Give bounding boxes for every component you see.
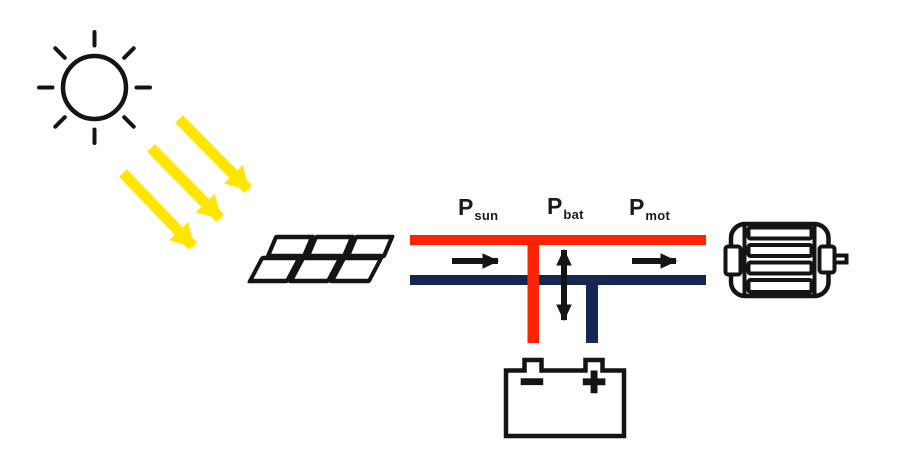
motor-icon <box>723 221 849 299</box>
label-p-mot: Pmot <box>629 194 671 223</box>
sun-circle <box>60 53 129 122</box>
solar-panel-icon <box>247 234 395 284</box>
battery-negative-symbol: − <box>520 360 543 404</box>
navy-rail-battery-branch <box>586 275 598 343</box>
red-rail-battery-branch <box>527 235 539 343</box>
motor-right-mount <box>817 244 837 275</box>
battery-icon: − + <box>503 357 627 439</box>
red-rail-horizontal <box>410 235 706 245</box>
label-p-bat: Pbat <box>547 193 584 222</box>
battery-positive-symbol: + <box>582 360 605 404</box>
label-p-sun: Psun <box>458 194 499 223</box>
battery-body <box>503 357 627 439</box>
sun-icon <box>37 30 152 145</box>
power-flow-arrows <box>452 248 678 322</box>
sunlight-arrows <box>119 115 252 250</box>
power-rails <box>410 235 706 343</box>
navy-rail-horizontal <box>410 275 706 285</box>
motor-left-mount <box>723 244 743 277</box>
